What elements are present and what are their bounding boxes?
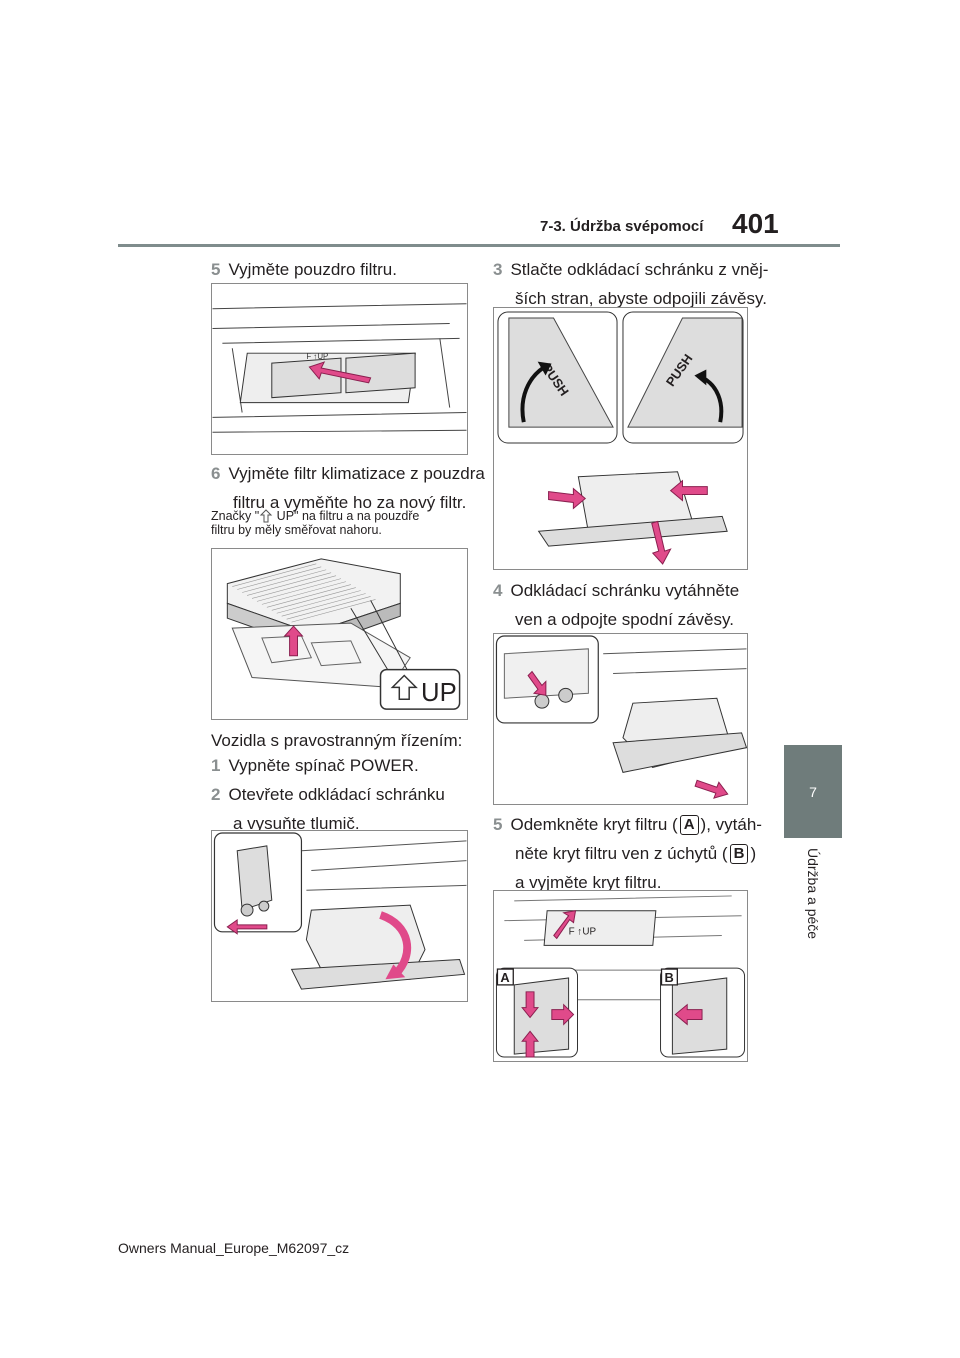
figure-push-glovebox: PUSH PUSH <box>493 307 748 570</box>
page-number: 401 <box>732 208 779 239</box>
section-title: 7-3. Údržba svépomocí <box>540 218 704 235</box>
footer-manual-id: Owners Manual_Europe_M62097_cz <box>118 1240 350 1256</box>
filter-cover-marking: F ↑UP <box>569 926 597 937</box>
figure-open-glovebox <box>211 830 468 1002</box>
figure-replace-filter: UP <box>211 548 468 720</box>
figure-marker-b: B <box>664 970 673 985</box>
figure-remove-filter-housing: F ↑UP <box>211 283 468 455</box>
ref-marker-b: B <box>729 844 749 864</box>
figure-pull-glovebox <box>493 633 748 805</box>
ref-marker-a: A <box>679 815 699 835</box>
note-up-marking: Značky " UP" na filtru a na pouzdře filt… <box>211 509 420 537</box>
up-arrow-icon <box>259 509 273 523</box>
filter-up-marking: F ↑UP <box>306 352 328 361</box>
chapter-tab-label: Údržba a péče <box>805 848 821 940</box>
figure-filter-cover: F ↑UP A B <box>493 890 748 1062</box>
up-label: UP <box>421 679 457 707</box>
header-divider <box>118 244 840 247</box>
chapter-tab[interactable]: 7 <box>784 745 842 838</box>
figure-marker-a: A <box>500 970 509 985</box>
rhd-heading: Vozidla s pravostranným řízením: <box>211 731 463 750</box>
